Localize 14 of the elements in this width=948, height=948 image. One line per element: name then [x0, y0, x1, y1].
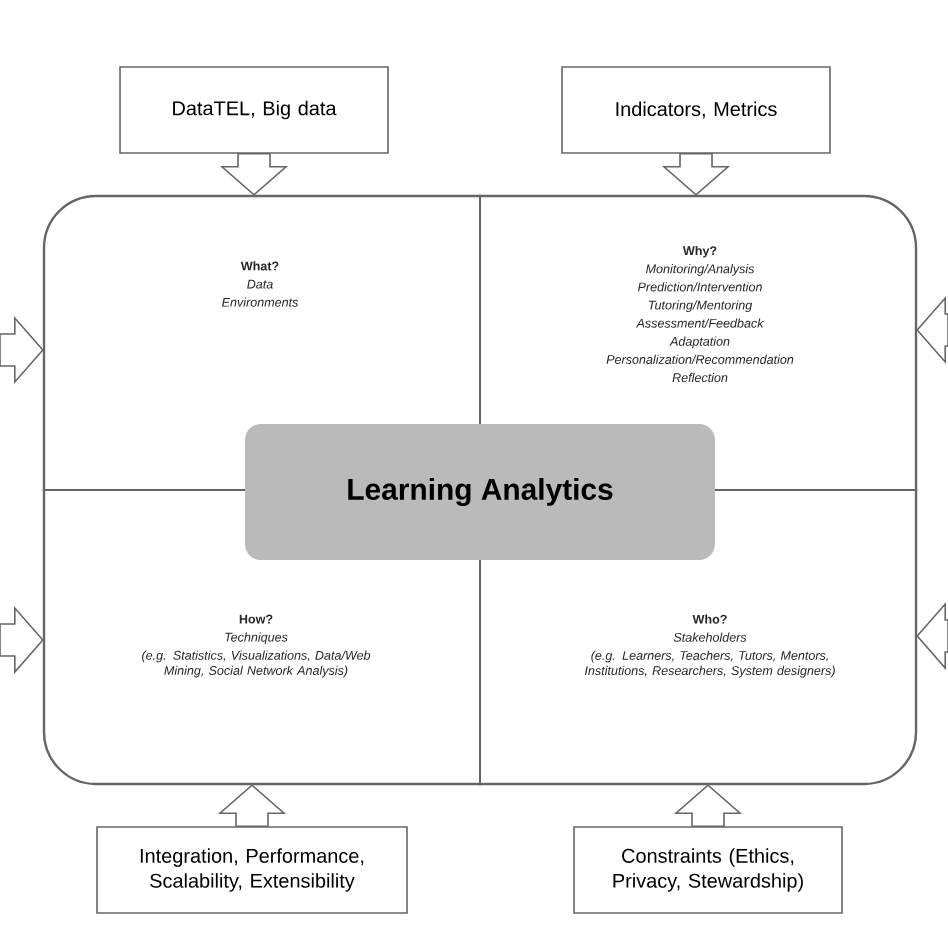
block-arrow — [219, 153, 289, 196]
input-box: DataTEL, Big data — [119, 66, 389, 154]
input-box: Constraints (Ethics, Privacy, Stewardship) — [573, 826, 843, 914]
frame-box — [42, 194, 918, 786]
block-arrow — [0, 605, 44, 675]
input-box: Integration, Performance, Scalability, Extensibility — [96, 826, 408, 914]
input-box: Indicators, Metrics — [561, 66, 831, 154]
block-arrow — [916, 295, 948, 365]
block-arrow — [217, 784, 287, 827]
block-arrow — [673, 784, 743, 827]
title-box: Learning Analytics — [245, 424, 715, 560]
block-arrow — [916, 601, 948, 671]
block-arrow — [661, 153, 731, 196]
block-arrow — [0, 315, 44, 385]
